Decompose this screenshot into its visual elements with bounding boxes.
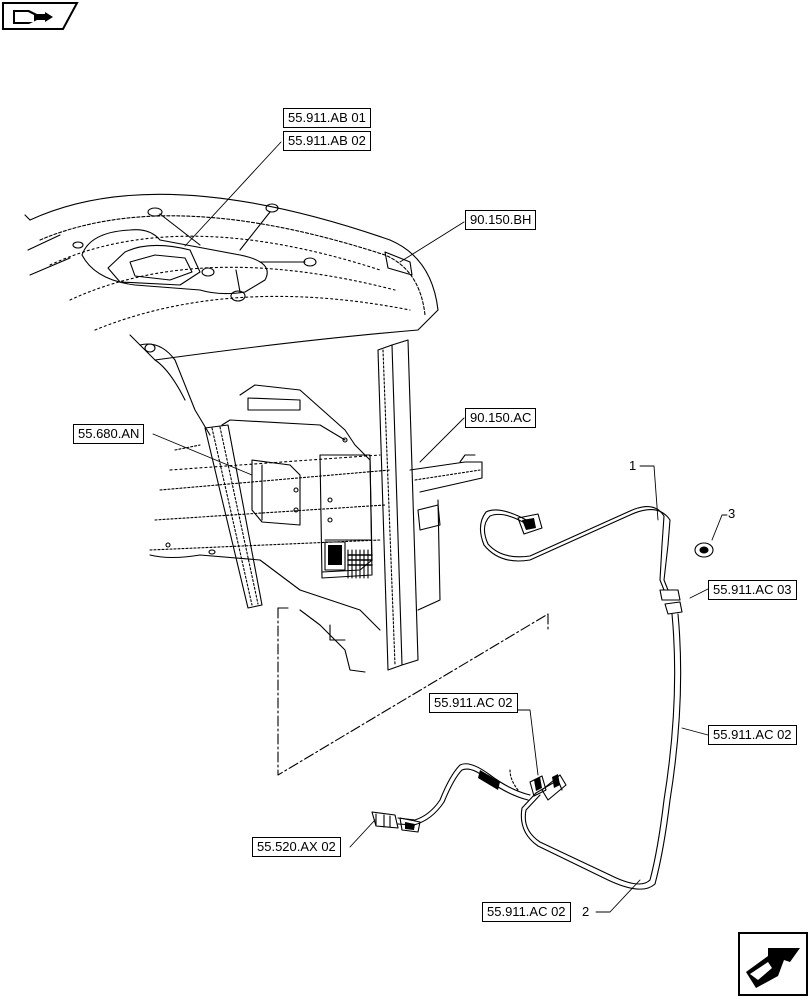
leader-lines — [152, 141, 728, 913]
reference-frame — [277, 607, 549, 776]
controller-housing — [221, 384, 373, 579]
ref-55-911-ab-02[interactable]: 55.911.AB 02 — [283, 131, 371, 151]
roof-module — [72, 203, 317, 302]
ref-90-150-bh[interactable]: 90.150.BH — [465, 210, 537, 230]
left-cab-post — [204, 424, 263, 609]
ref-55-911-ac-02-bottom[interactable]: 55.911.AC 02 — [482, 902, 571, 922]
book-arrow-icon[interactable] — [1, 1, 79, 31]
ref-55-520-ax-02[interactable]: 55.520.AX 02 — [252, 837, 341, 857]
ref-55-911-ac-02-right[interactable]: 55.911.AC 02 — [708, 725, 797, 745]
cab-roof — [24, 193, 439, 436]
right-cab-post — [377, 339, 419, 671]
harness-item-2 — [371, 601, 683, 890]
callout-item-1: 1 — [629, 458, 637, 473]
grommet-item-3 — [694, 542, 714, 558]
ref-55-911-ab-01[interactable]: 55.911.AB 01 — [283, 108, 371, 128]
ref-90-150-ac[interactable]: 90.150.AC — [465, 408, 537, 428]
ref-55-911-ac-02-upper[interactable]: 55.911.AC 02 — [429, 693, 518, 713]
cab-back-panel — [149, 444, 391, 673]
next-page-arrow-icon[interactable] — [738, 932, 808, 996]
harness-item-1 — [479, 505, 681, 601]
ref-55-911-ac-03[interactable]: 55.911.AC 03 — [708, 580, 797, 600]
module-55-680-an — [251, 459, 301, 526]
rear-bracket — [409, 454, 483, 611]
callout-item-3: 3 — [728, 506, 736, 521]
callout-item-2: 2 — [582, 904, 590, 919]
ref-55-680-an[interactable]: 55.680.AN — [73, 424, 145, 444]
